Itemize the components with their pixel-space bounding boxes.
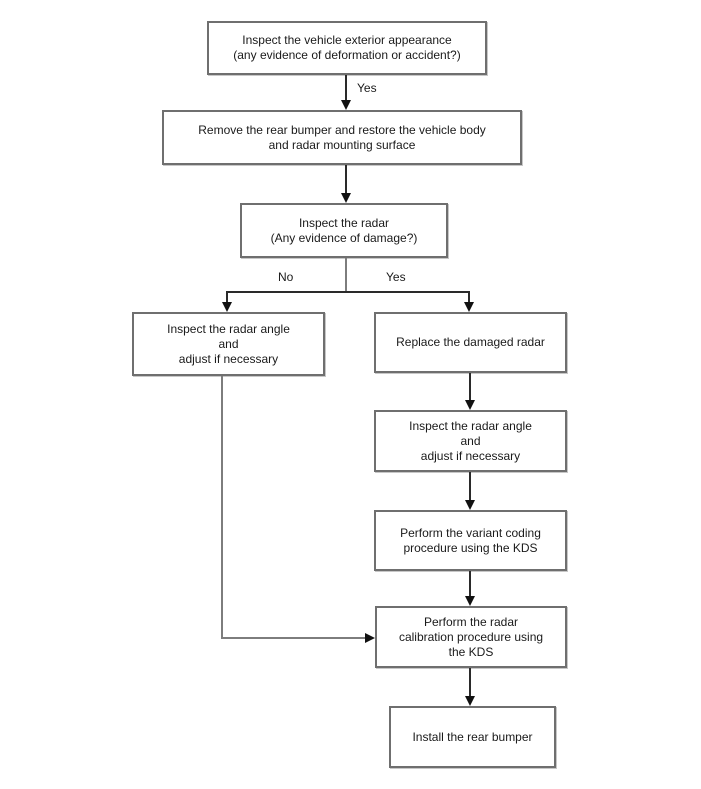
connector-bypass-vertical	[221, 376, 223, 639]
arrowhead-down-icon	[222, 302, 232, 312]
edge-label-yes-top: Yes	[357, 81, 377, 95]
connector-replace-to-angle	[469, 373, 471, 401]
connector-variant-to-calibration	[469, 571, 471, 597]
node-remove-rear-bumper: Remove the rear bumper and restore the v…	[162, 110, 522, 165]
edge-label-yes-branch: Yes	[386, 270, 406, 284]
connector-decision-stem	[345, 258, 347, 293]
arrowhead-down-icon	[465, 500, 475, 510]
arrowhead-down-icon	[341, 100, 351, 110]
connector-bypass-horizontal	[221, 637, 366, 639]
arrowhead-down-icon	[464, 302, 474, 312]
node-replace-damaged-radar: Replace the damaged radar	[374, 312, 567, 373]
connector-remove-to-inspect-radar	[345, 165, 347, 194]
arrowhead-down-icon	[465, 696, 475, 706]
connector-calibration-to-install	[469, 668, 471, 697]
node-variant-coding: Perform the variant coding procedure usi…	[374, 510, 567, 571]
arrowhead-down-icon	[465, 596, 475, 606]
arrowhead-right-icon	[365, 633, 375, 643]
connector-branch-horizontal	[226, 291, 470, 293]
arrowhead-down-icon	[341, 193, 351, 203]
node-inspect-radar-angle-right: Inspect the radar angle and adjust if ne…	[374, 410, 567, 472]
node-inspect-radar: Inspect the radar (Any evidence of damag…	[240, 203, 448, 258]
arrowhead-down-icon	[465, 400, 475, 410]
node-inspect-radar-angle-left: Inspect the radar angle and adjust if ne…	[132, 312, 325, 376]
node-radar-calibration: Perform the radar calibration procedure …	[375, 606, 567, 668]
connector-angle-to-variant	[469, 472, 471, 501]
node-install-rear-bumper: Install the rear bumper	[389, 706, 556, 768]
node-inspect-exterior: Inspect the vehicle exterior appearance …	[207, 21, 487, 75]
connector-branch-drop-left	[226, 291, 228, 304]
connector-exterior-to-remove	[345, 75, 347, 101]
edge-label-no-branch: No	[278, 270, 294, 284]
connector-branch-drop-right	[468, 291, 470, 304]
